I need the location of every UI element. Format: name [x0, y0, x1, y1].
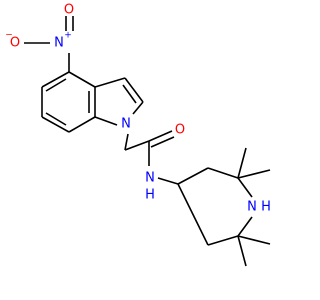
atom-carbonyl-oxygen: O	[175, 123, 185, 138]
atom-oxygen-double-bond: O	[64, 3, 74, 18]
molecule-structure-diagram: O − N + O N O N H N H	[0, 0, 300, 300]
bond-c4-c3	[177, 167, 209, 185]
charge-negative: −	[5, 31, 13, 41]
bond-c5-c4	[177, 183, 209, 246]
bond-c6-c7-outer	[41, 116, 70, 133]
atom-piperidine-nitrogen: N	[247, 200, 257, 215]
bond-n1-c7a	[94, 116, 118, 126]
bond-nh-piperidine-c4	[157, 177, 179, 185]
bond-n1-ch2	[124, 133, 129, 151]
atom-oxygen-negative: O	[10, 36, 20, 51]
bond-ch2-carbonyl-c	[124, 140, 150, 151]
bond-n-c6	[237, 216, 253, 237]
bond-c3a-c3	[94, 77, 126, 88]
bond-c2-n	[237, 177, 253, 198]
bond-c3a-c4	[68, 71, 96, 88]
bond-c6-methyl-right	[237, 235, 271, 245]
atom-labels: O − N + O N O N H N H	[5, 3, 271, 215]
canvas-background	[0, 0, 300, 300]
bond-c2-methyl-upper	[237, 147, 247, 179]
atom-amide-hydrogen: H	[145, 188, 155, 203]
bond-c3-c2-inner	[122, 84, 137, 104]
bond-c3-c2	[207, 167, 239, 179]
atom-indole-nitrogen: N	[121, 117, 131, 132]
bond-c6-c5	[207, 235, 239, 246]
bond-c6-methyl-lower	[237, 235, 247, 267]
bond-carbonyl-c-o-2	[150, 136, 175, 148]
atom-amide-nitrogen: N	[145, 171, 155, 186]
bond-c4-c5-inner	[45, 78, 67, 92]
bond-c2-methyl-right	[237, 169, 271, 179]
bond-c2-n1	[132, 101, 144, 115]
bond-carbonyl-c-o-1	[148, 130, 173, 142]
bond-c7-c7a	[68, 116, 96, 133]
charge-positive: +	[64, 31, 72, 41]
bonds	[24, 16, 271, 267]
bond-c3-c2-outer	[124, 77, 144, 103]
bond-c6-c7-inner	[45, 112, 67, 126]
atom-piperidine-hydrogen: H	[261, 200, 271, 215]
bond-c4-c5-outer	[41, 71, 70, 88]
atom-nitrogen-positive: N	[54, 36, 64, 51]
